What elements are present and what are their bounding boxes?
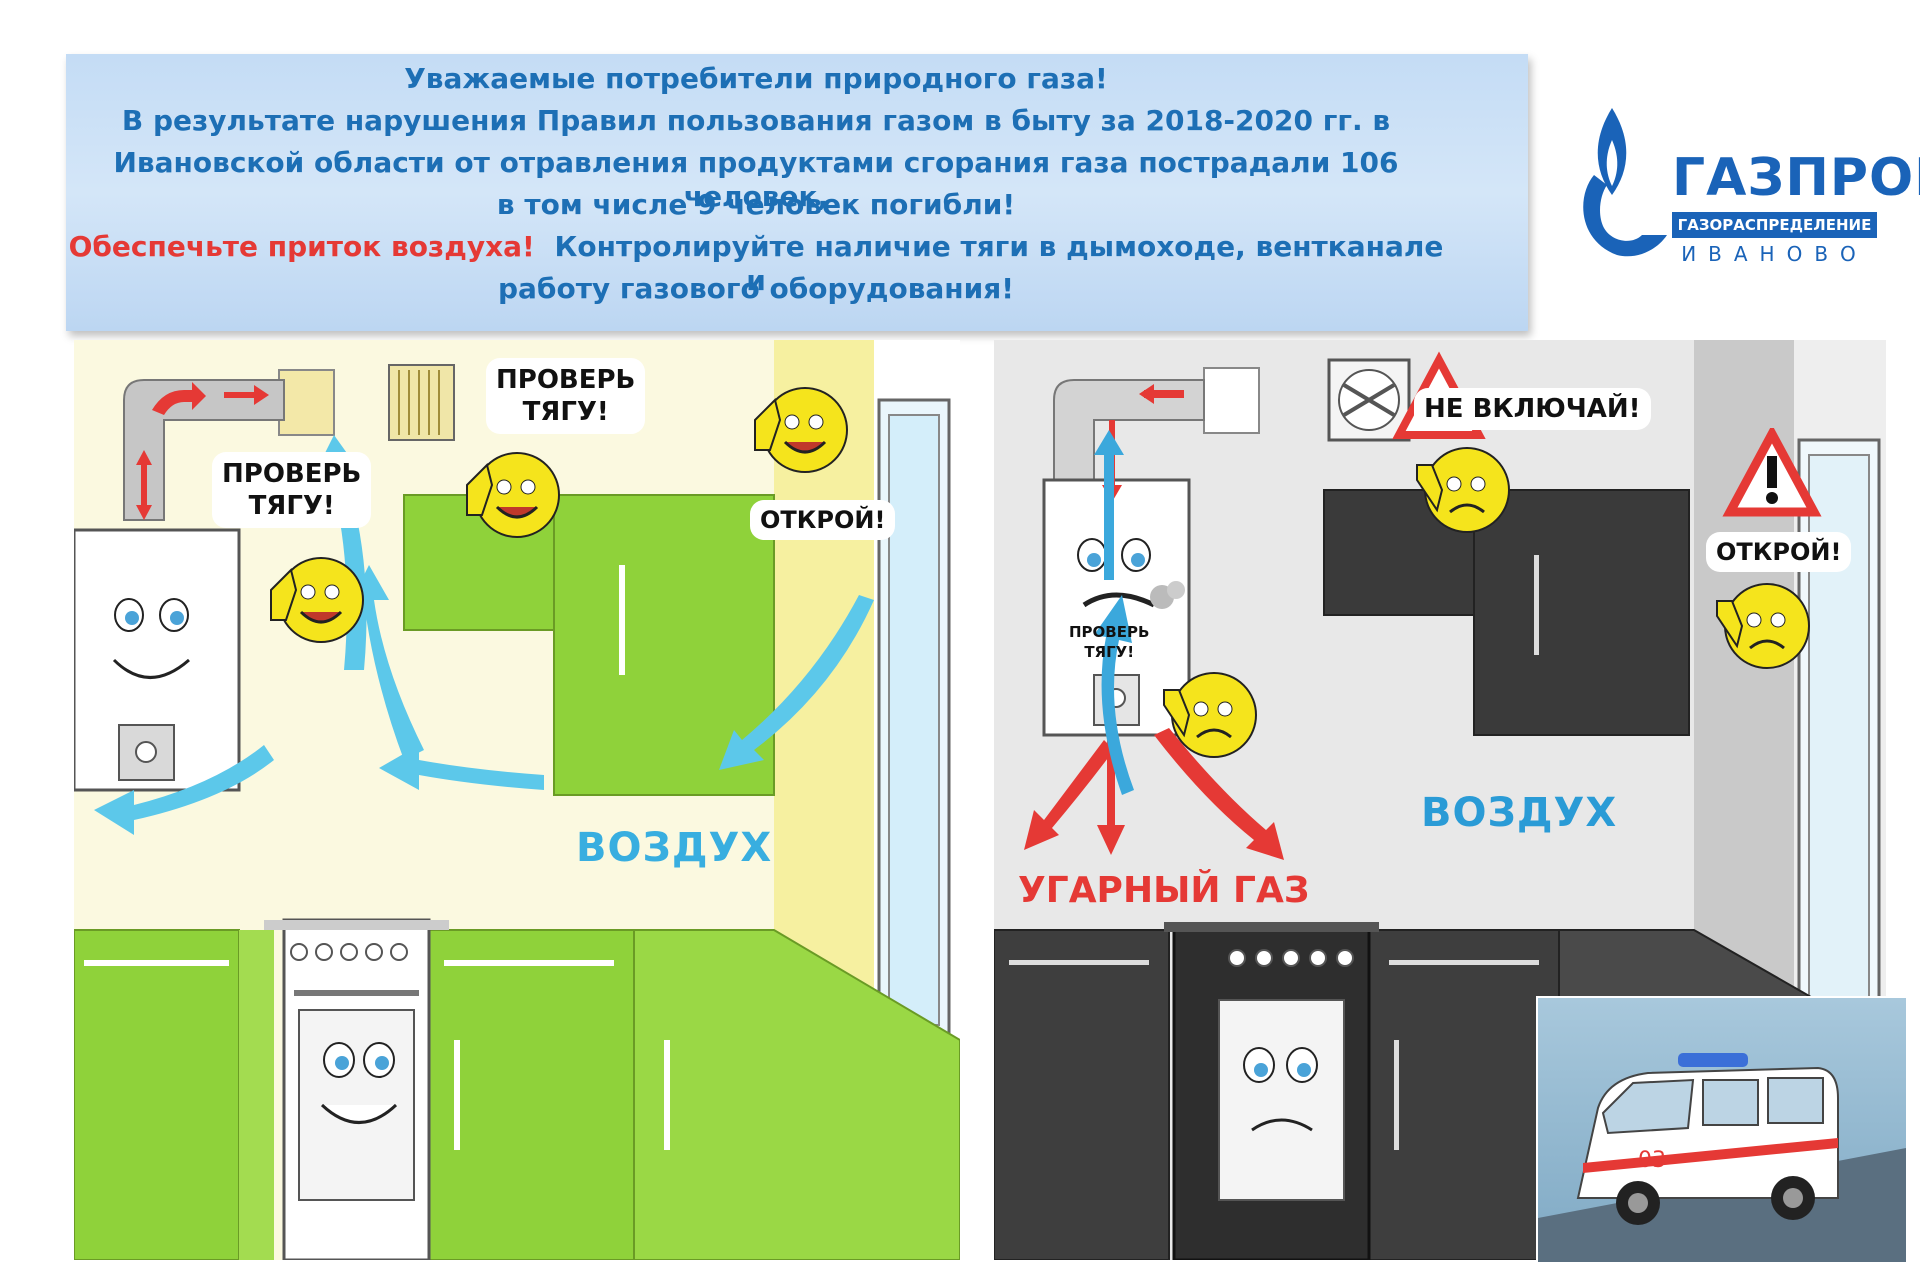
right-check-draft-label: ПРОВЕРЬ ТЯГУ! (1069, 623, 1150, 661)
happy-smiley-icon (270, 557, 364, 643)
header-line-4: в том числе 9 человек погибли! (496, 188, 1016, 221)
sad-smiley-icon (1416, 447, 1510, 533)
left-air-label: ВОЗДУХ (576, 825, 773, 871)
header-line-1: Уважаемые потребители природного газа! (404, 62, 1108, 95)
gazprom-flame-icon (1583, 108, 1667, 257)
header-line-5: Обеспечьте приток воздуха! Контролируйте… (66, 230, 1446, 298)
header-banner: Уважаемые потребители природного газа! В… (66, 54, 1528, 331)
logo-brand: ГАЗПРОМ (1672, 148, 1920, 208)
logo-city: ИВАНОВО (1681, 242, 1868, 266)
happy-smiley-icon (754, 387, 848, 473)
right-co-gas-label: УГАРНЫЙ ГАЗ (1018, 870, 1310, 911)
header-line-6: работу газового оборудования! (497, 272, 1015, 305)
happy-smiley-icon (466, 452, 560, 538)
header-warning-blue: Контролируйте наличие тяги в дымоходе, в… (554, 230, 1444, 297)
header-line-3: Ивановской области от отравления продукт… (113, 146, 1399, 213)
left-check-draft-label-1: ПРОВЕРЬ ТЯГУ! (212, 452, 372, 528)
right-kitchen-panel: НЕ ВКЛЮЧАЙ! ПРОВЕРЬ ТЯГУ! ОТКРОЙ! ВОЗДУХ… (994, 340, 1886, 1260)
header-line-2: В результате нарушения Правил пользовани… (121, 104, 1391, 137)
good-kitchen-illustration (74, 340, 960, 1260)
gazprom-logo: ГАЗПРОМ ГАЗОРАСПРЕДЕЛЕНИЕ ИВАНОВО (1572, 100, 1920, 280)
header-warning-red: Обеспечьте приток воздуха! (68, 230, 535, 263)
logo-sub: ГАЗОРАСПРЕДЕЛЕНИЕ (1672, 212, 1877, 238)
ambulance-icon (1538, 1053, 1906, 1262)
sad-smiley-icon (1716, 583, 1810, 669)
ambulance-number: 03 (1638, 1148, 1666, 1173)
left-check-draft-label-2: ПРОВЕРЬ ТЯГУ! (486, 358, 646, 434)
right-open-window-label: ОТКРОЙ! (1706, 532, 1852, 572)
right-air-label: ВОЗДУХ (1421, 790, 1618, 836)
warning-triangle-icon (1722, 428, 1822, 517)
left-open-window-label: ОТКРОЙ! (750, 500, 896, 540)
left-kitchen-panel: ПРОВЕРЬ ТЯГУ! ПРОВЕРЬ ТЯГУ! ОТКРОЙ! ВОЗД… (74, 340, 960, 1260)
ambulance-inset: 03 (1536, 996, 1908, 1264)
sad-smiley-icon (1163, 672, 1257, 758)
right-dont-switch-on-label: НЕ ВКЛЮЧАЙ! (1414, 388, 1651, 430)
